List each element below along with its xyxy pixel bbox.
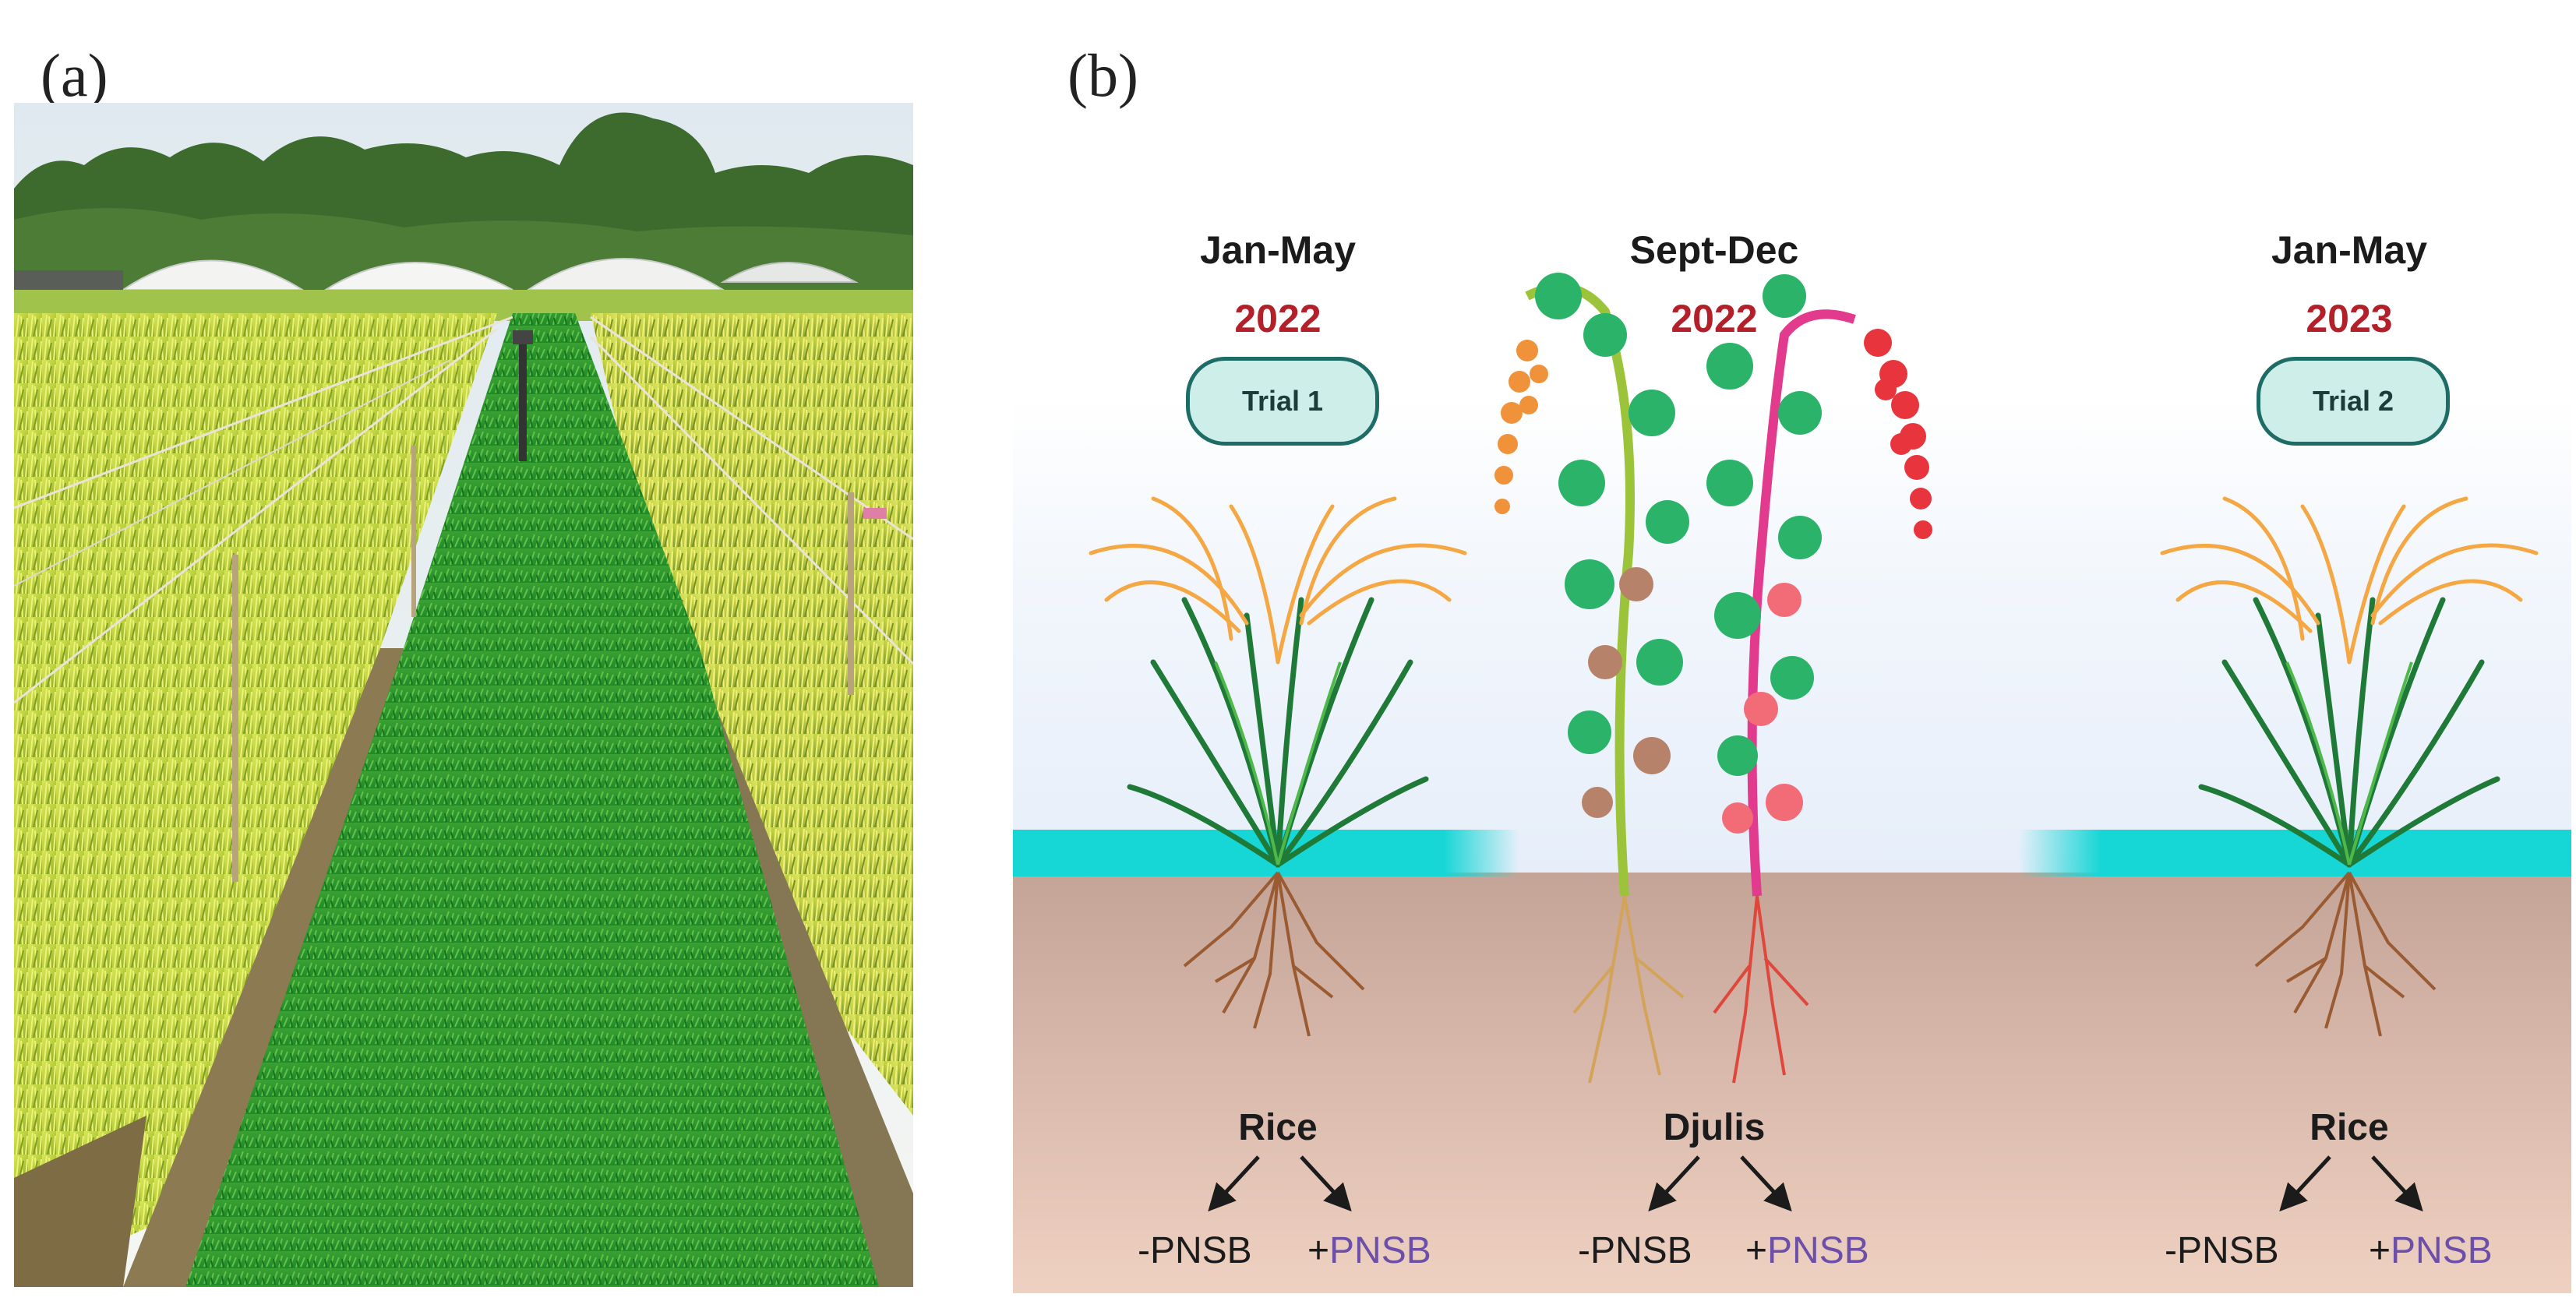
crop-name: Rice [1238, 1107, 1318, 1148]
season-3-header: Jan-May 2023 [2186, 227, 2513, 341]
arrow-minus-2 [1648, 1155, 1700, 1212]
water-layer-right [2018, 830, 2571, 876]
season-2-header: Sept-Dec 2022 [1551, 227, 1878, 341]
treatment-plus: +PNSB [1307, 1230, 1431, 1271]
arrow-minus-1 [1208, 1155, 1260, 1212]
treatment-minus: -PNSB [2165, 1230, 2279, 1271]
arrow-plus-2 [1740, 1155, 1792, 1212]
crop-name: Djulis [1663, 1107, 1766, 1148]
season-year: 2022 [1671, 297, 1758, 340]
panel-b-label: (b) [1067, 41, 1138, 109]
treatment-plus: +PNSB [1745, 1230, 1869, 1271]
water-layer-left [1013, 830, 1519, 876]
season-year: 2023 [2306, 297, 2393, 340]
arrow-plus-1 [1300, 1155, 1352, 1212]
djulis-red-plant-icon [1706, 274, 1932, 1084]
season-1-header: Jan-May 2022 [1114, 227, 1442, 341]
season-year: 2022 [1234, 297, 1322, 340]
rice-plant-icon [1089, 496, 1467, 1037]
treatment-plus: +PNSB [2369, 1230, 2493, 1271]
rice-plant-icon [2160, 496, 2539, 1037]
djulis-green-plant-icon [1494, 273, 1689, 1084]
season-period: Jan-May [1199, 228, 1357, 272]
crop-name: Rice [2310, 1107, 2389, 1148]
field-photo [14, 103, 913, 1287]
treatment-minus: -PNSB [1578, 1230, 1692, 1271]
trial-badge: Trial 1 [1186, 357, 1379, 446]
panel-a-label: (a) [41, 41, 108, 109]
arrow-minus-3 [2279, 1155, 2331, 1212]
arrow-plus-3 [2371, 1155, 2423, 1212]
trial-badge: Trial 2 [2257, 357, 2450, 446]
season-period: Sept-Dec [1629, 228, 1799, 272]
rotation-diagram: Jan-May 2022 Trial 1 Rice -PNSB +PNSB Se… [1013, 117, 2571, 1293]
treatment-minus: -PNSB [1138, 1230, 1252, 1271]
season-period: Jan-May [2271, 228, 2428, 272]
